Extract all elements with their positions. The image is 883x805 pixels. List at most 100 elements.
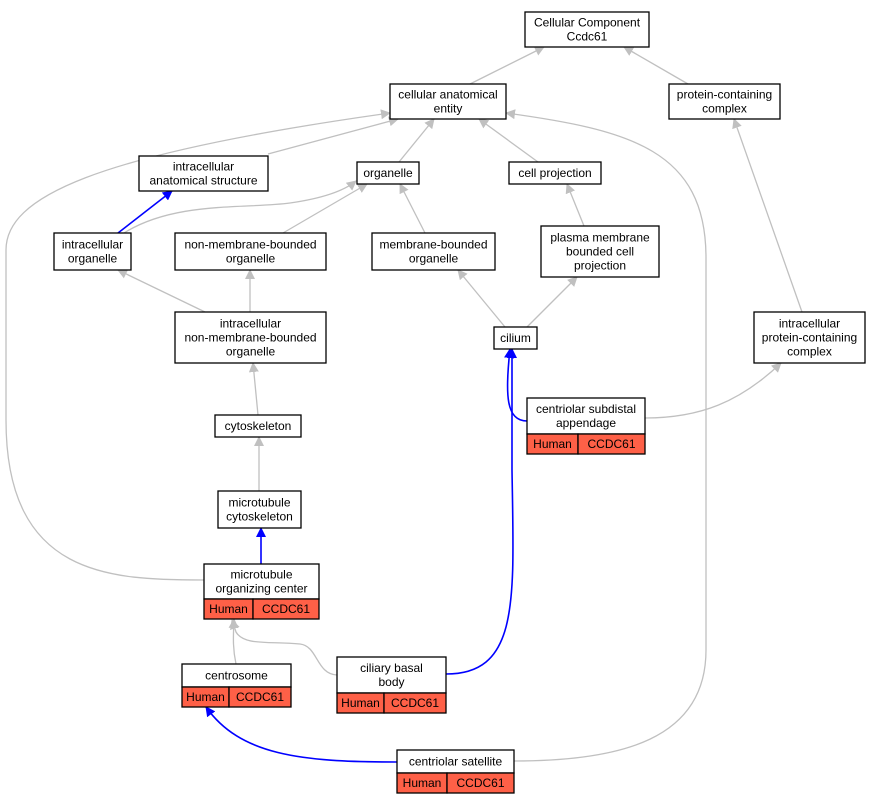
node-label-line: intracellular (173, 160, 234, 174)
node-label-line: non-membrane-bounded (184, 331, 316, 345)
node-box (174, 232, 327, 271)
node-label-line: bounded cell (566, 245, 634, 259)
node-cytoskeleton[interactable]: cytoskeleton (214, 414, 302, 438)
edge-csa-to-cilium (504, 348, 528, 422)
annotation-row: Human CCDC61 (336, 692, 447, 714)
edge-intorg-to-organelle (123, 180, 357, 234)
node-label-line: intracellular (220, 317, 281, 331)
node-box (540, 225, 660, 278)
node-cilium[interactable]: cilium (493, 326, 538, 350)
node-label-line: cilium (500, 331, 531, 345)
node-label-line: membrane-bounded (379, 238, 487, 252)
annotation-gene-cell (252, 598, 320, 620)
node-box (526, 397, 646, 435)
edge-cbb-to-mtoc (230, 619, 338, 676)
node-box (174, 311, 327, 364)
node-label-line: Cellular Component (534, 16, 641, 30)
edge-nmbo-to-organelle (282, 183, 368, 234)
annotation-species: Human (403, 776, 442, 790)
edge-cellproj-to-cae (478, 118, 539, 163)
edge-pmbcp-to-cellproj (565, 183, 585, 227)
node-label-line: complex (702, 102, 747, 116)
edge-cilium-to-mbo (457, 269, 506, 328)
node-label-line: microtubule (230, 568, 292, 582)
annotation-gene: CCDC61 (236, 690, 284, 704)
annotation-species: Human (341, 696, 380, 710)
annotation-gene: CCDC61 (587, 437, 635, 451)
node-box (371, 232, 496, 271)
node-box (138, 155, 269, 192)
annotation-row: Human CCDC61 (396, 772, 515, 794)
node-box (753, 311, 866, 364)
node-box (508, 161, 602, 185)
edge-ias-to-cae (267, 116, 399, 155)
node-box (356, 161, 420, 185)
edge-ipcc-to-pcc (732, 118, 803, 313)
edge-cytoskeleton-to-inmbo (248, 362, 259, 416)
edge-organelle-to-cae (398, 118, 435, 163)
annotation-species: Human (533, 437, 572, 451)
node-label-line: centriolar satellite (409, 755, 503, 769)
node-label-line: protein-containing (762, 331, 857, 345)
node-box (217, 490, 302, 529)
annotation-gene-cell (577, 433, 646, 455)
node-label-line: organelle (409, 252, 459, 266)
edge-csa-to-ipcc (644, 362, 782, 419)
node-label-line: plasma membrane (550, 231, 650, 245)
node-label-line: organizing center (215, 582, 307, 596)
node-box (214, 414, 302, 438)
node-label-line: Ccdc61 (567, 30, 608, 44)
annotation-row: Human CCDC61 (526, 433, 646, 455)
node-box (389, 83, 507, 120)
node-box (203, 563, 320, 600)
node-organelle[interactable]: organelle (356, 161, 420, 185)
node-box (493, 326, 538, 350)
edge-cbb-to-cilium (445, 348, 517, 675)
node-label-line: centriolar subdistal (536, 402, 636, 416)
node-label-line: intracellular (779, 317, 840, 331)
edge-mbo-to-organelle (399, 183, 426, 234)
node-label-line: intracellular (62, 238, 123, 252)
annotation-gene: CCDC61 (456, 776, 504, 790)
edge-csat-to-cae (505, 109, 707, 762)
node-label-line: cytoskeleton (225, 419, 292, 433)
node-label-line: cellular anatomical (398, 88, 497, 102)
node-inmbo[interactable]: intracellularnon-membrane-boundedorganel… (174, 311, 327, 364)
edges-layer (5, 46, 803, 763)
annotation-gene-cell (383, 692, 447, 714)
node-label-line: complex (787, 345, 832, 359)
node-label-line: cell projection (518, 166, 591, 180)
annotation-gene: CCDC61 (391, 696, 439, 710)
annotation-gene-cell (228, 686, 292, 708)
edge-cilium-to-pmbcp (526, 276, 578, 328)
node-label-line: organelle (68, 252, 118, 266)
node-label-line: organelle (226, 252, 276, 266)
node-label-line: cytoskeleton (226, 510, 293, 524)
node-label-line: entity (434, 102, 463, 116)
edge-csat-to-centrosome (205, 706, 398, 763)
annotation-gene: CCDC61 (262, 602, 310, 616)
node-label-line: organelle (226, 345, 276, 359)
node-label-line: body (378, 675, 404, 689)
node-box (336, 656, 447, 694)
edge-inmbo-to-intorg (117, 269, 206, 313)
node-cellproj[interactable]: cell projection (508, 161, 602, 185)
